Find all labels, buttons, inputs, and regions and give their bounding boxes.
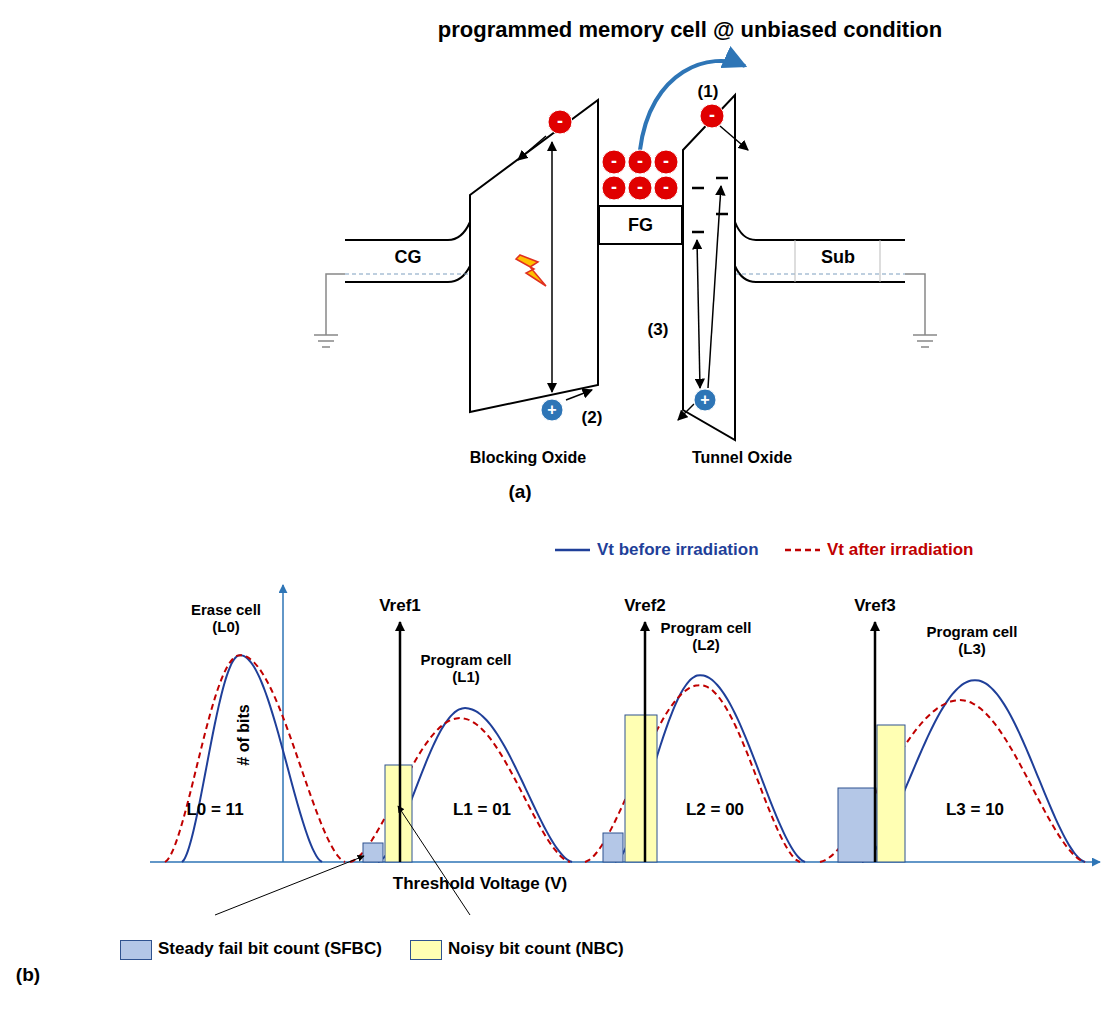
region-label: Blocking Oxide <box>470 449 586 467</box>
vt-curves <box>165 655 1085 862</box>
code-label: L0 = 11 <box>186 800 243 820</box>
legend-text: Vt after irradiation <box>827 540 973 560</box>
hole-sign: + <box>700 391 709 409</box>
state-label: Erase cell (L0) <box>179 601 274 636</box>
radiation-bolt <box>516 255 546 286</box>
state-label: Program cell (L1) <box>411 651 521 686</box>
before-curve <box>182 655 322 862</box>
state-label: Program cell (L3) <box>917 623 1027 658</box>
code-label: L3 = 10 <box>946 800 1004 820</box>
axis-label: Threshold Voltage (V) <box>393 874 567 894</box>
bit-count-bars <box>363 715 905 862</box>
after-curve <box>820 700 1085 862</box>
state-label: Program cell (L2) <box>651 619 761 654</box>
before-curve <box>862 680 1085 862</box>
holes <box>541 389 716 421</box>
vref-label: Vref2 <box>624 596 666 616</box>
after-curve <box>350 718 570 862</box>
electron-sign: - <box>709 105 715 126</box>
vref-label: Vref3 <box>854 596 896 616</box>
region-label: Sub <box>821 247 855 268</box>
code-label: L2 = 00 <box>686 800 744 820</box>
axis-label: # of bits <box>235 704 253 765</box>
electron-sign: - <box>637 177 643 198</box>
band-diagram <box>314 61 937 440</box>
electron-sign: - <box>663 177 669 198</box>
before-curve <box>615 675 805 862</box>
region-label: Tunnel Oxide <box>692 449 792 467</box>
electron-sign: - <box>611 151 617 172</box>
hole-sign: + <box>547 401 556 419</box>
electron-sign: - <box>637 151 643 172</box>
vref-arrows <box>215 622 875 915</box>
legend-swatch <box>410 940 442 960</box>
panel-label: (a) <box>508 481 531 503</box>
region-label: CG <box>395 247 422 268</box>
before-curve <box>378 708 572 862</box>
electron-sign: - <box>611 177 617 198</box>
callout-number: (1) <box>698 82 719 102</box>
legend-text: Steady fail bit count (SFBC) <box>158 939 382 959</box>
node-text: FG <box>628 215 653 236</box>
electron-sign: - <box>663 151 669 172</box>
title: programmed memory cell @ unbiased condit… <box>438 17 942 42</box>
vref-label: Vref1 <box>379 596 421 616</box>
electron-sign: - <box>557 111 563 132</box>
panel-label: (b) <box>16 964 40 986</box>
after-curve <box>585 685 800 862</box>
legend-text: Vt before irradiation <box>597 540 759 560</box>
plot-axes <box>150 585 1100 862</box>
electrons <box>548 104 724 200</box>
legend-text: Noisy bit count (NBC) <box>448 939 624 959</box>
callout-number: (2) <box>582 408 603 428</box>
floating-gate-box: FG <box>598 205 683 245</box>
code-label: L1 = 01 <box>453 800 511 820</box>
after-curve <box>165 655 345 862</box>
legend-swatch <box>120 940 152 960</box>
callout-number: (3) <box>648 320 669 340</box>
